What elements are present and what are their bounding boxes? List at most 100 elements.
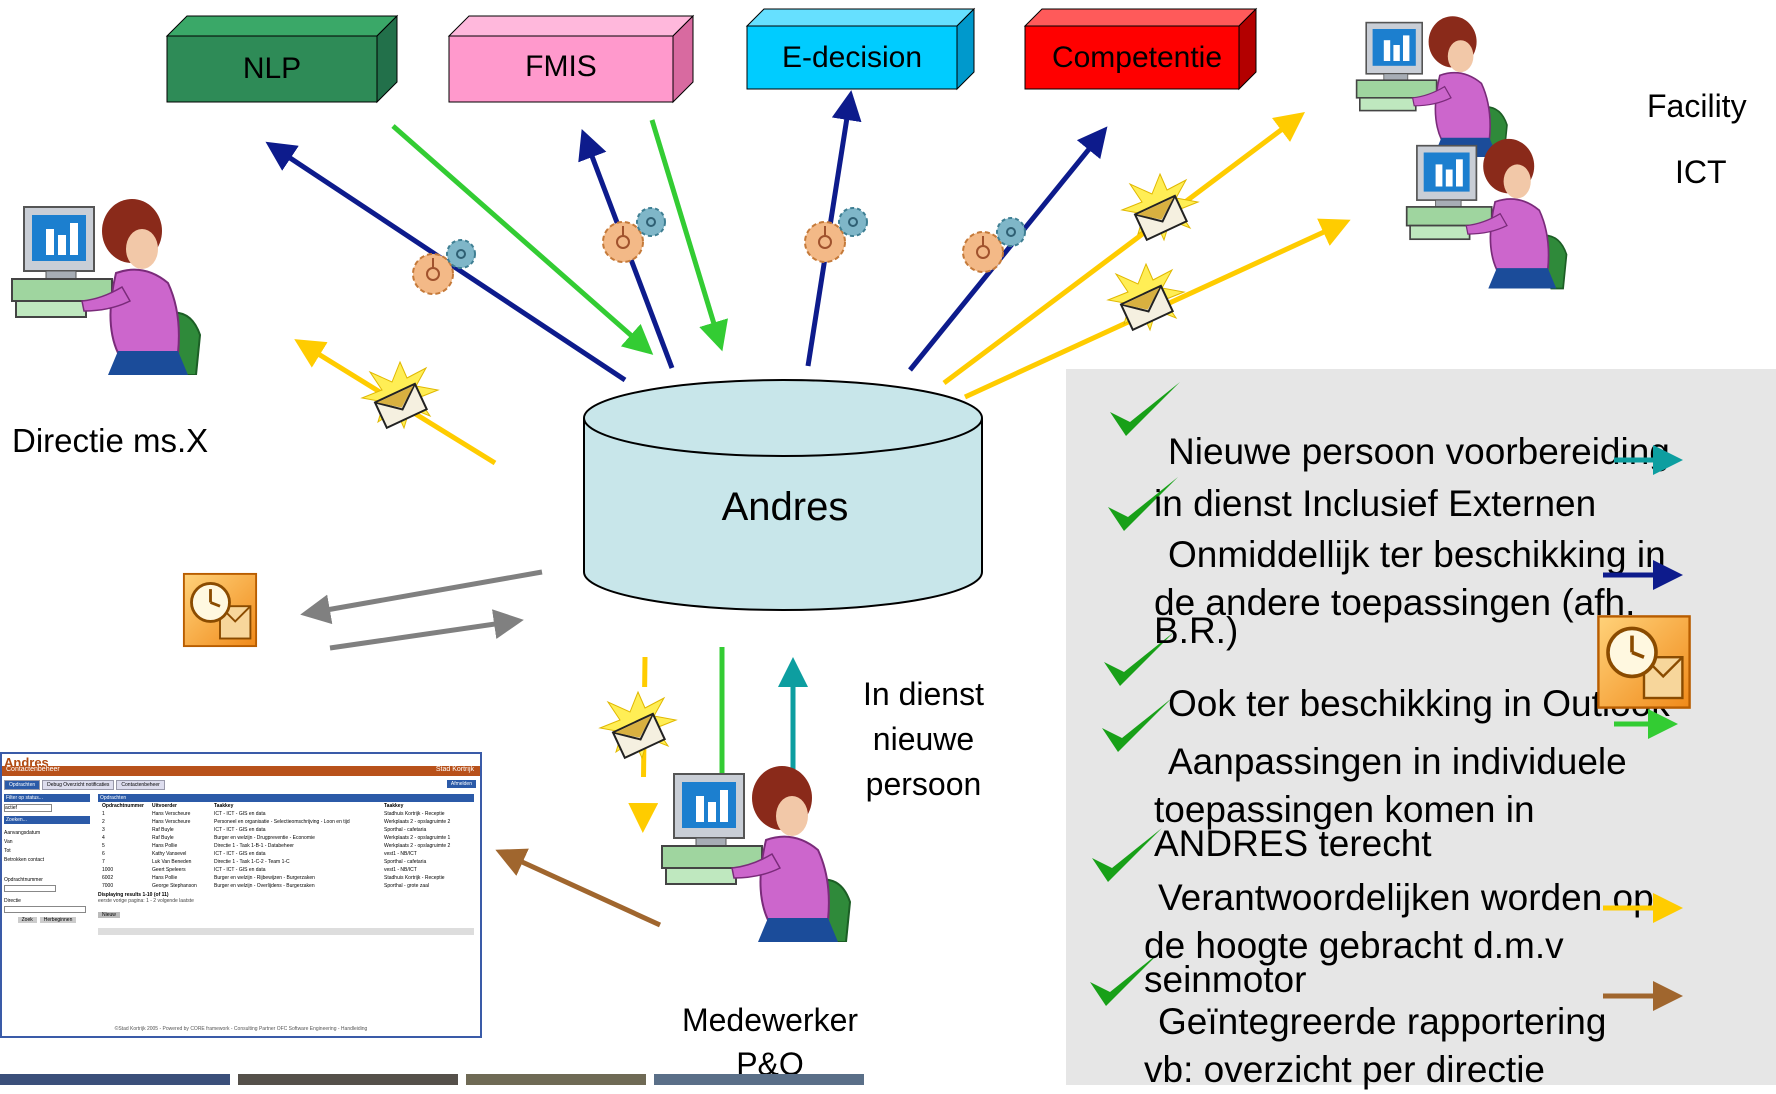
zoek-button[interactable]: Zoek bbox=[17, 917, 37, 923]
arrow-to-competentie bbox=[908, 126, 1108, 372]
directie-label: Directie ms.X bbox=[12, 422, 209, 459]
indienst-line-1: In dienst bbox=[863, 676, 984, 712]
afmelden-button[interactable]: Afmelden bbox=[446, 780, 476, 788]
table-cell: Stadhuis Kortrijk - Receptie bbox=[384, 875, 445, 881]
arrow-from-fmis bbox=[649, 119, 728, 352]
medewerker-line-1: Medewerker bbox=[681, 1002, 859, 1038]
box-nlp-label: NLP bbox=[243, 52, 301, 85]
checklist-line: vb: overzicht per directie bbox=[1144, 1049, 1546, 1090]
photo-thumbnail bbox=[0, 1074, 230, 1085]
box-edecision: E-decision bbox=[745, 7, 976, 91]
checklist-line: B.R.) bbox=[1154, 610, 1239, 651]
zoeken-label: Zoeken... bbox=[4, 816, 90, 824]
checklist-line: de hoogte gebracht d.m.v bbox=[1144, 925, 1564, 966]
arrow-yellow-down bbox=[628, 656, 659, 833]
table-cell: 4 bbox=[102, 835, 105, 841]
table-cell: Werkplaats 2 - opslagruimte 2 bbox=[384, 819, 451, 825]
table-row[interactable]: 2 Hans Verscheure Personeel en organisatie… bbox=[98, 818, 474, 826]
nieuw-button[interactable]: Nieuw bbox=[98, 912, 120, 918]
table-cell: ICT - ICT - GIS en data bbox=[214, 811, 266, 817]
opdrachtnummer-input[interactable] bbox=[4, 885, 56, 892]
table-cell: 7000 bbox=[102, 883, 114, 889]
andres-database: Andres bbox=[583, 379, 983, 611]
arrow-to-outlook bbox=[300, 569, 543, 625]
checklist-item-6: Geïntegreerde rapportering vb: overzicht… bbox=[1144, 998, 1606, 1094]
tab-debug[interactable]: Debug Overzicht notificaties bbox=[42, 780, 115, 790]
table-title: Opdrachten bbox=[98, 794, 474, 802]
column-header: Uitvoerder bbox=[152, 803, 178, 809]
arrow-to-facility bbox=[942, 111, 1305, 385]
checklist-line: ANDRES terecht bbox=[1154, 823, 1432, 864]
contact-label: Betrokken contact bbox=[4, 857, 45, 863]
checklist-line: de andere toepassingen (afh. bbox=[1154, 582, 1636, 623]
table-cell: ICT - ICT - GIS en data bbox=[214, 867, 266, 873]
checklist-item-5: Verantwoordelijken worden op de hoogte g… bbox=[1144, 874, 1654, 1004]
table-cell: Werkplaats 2 - opslagruimte 2 bbox=[384, 843, 451, 849]
outlook-icon bbox=[1596, 614, 1692, 710]
table-cell: 2 bbox=[102, 819, 105, 825]
table-row[interactable]: 4 Raf Buyle Burger en welzijn - Drugpreven… bbox=[98, 834, 474, 842]
table-cell: Directie 1 - Task 1-B-1 - Databeheer bbox=[214, 843, 294, 849]
table-cell: Geert Speleers bbox=[152, 867, 186, 873]
checkmark-icon bbox=[1104, 632, 1174, 686]
table-cell: ICT - ICT - GIS en data bbox=[214, 827, 266, 833]
andres-screenshot: Andres Contactenbeheer Stad Kortrijk Opd… bbox=[0, 752, 482, 1038]
van-label: Van bbox=[4, 839, 13, 845]
filter-select[interactable]: actief bbox=[4, 804, 52, 812]
checklist-line: Verantwoordelijken worden op bbox=[1158, 877, 1654, 918]
arrow-from-nlp bbox=[391, 124, 654, 355]
table-cell: Raf Buyle bbox=[152, 827, 174, 833]
tab-opdrachten[interactable]: Opdrachten bbox=[4, 780, 41, 790]
table-cell: Burger en welzijn - Rijbewijzen - Burger… bbox=[214, 875, 315, 881]
box-competentie: Competentie bbox=[1023, 7, 1258, 91]
column-header: Taakkey bbox=[384, 803, 404, 809]
indienst-label: In dienst nieuwe persoon bbox=[846, 672, 1001, 807]
checklist-item-2: Onmiddellijk ter beschikking in de ander… bbox=[1154, 531, 1666, 655]
column-header: Opdrachtnummer bbox=[102, 803, 144, 809]
table-cell: Raf Buyle bbox=[152, 835, 174, 841]
screenshot-subtitle: Contactenbeheer bbox=[6, 766, 60, 773]
table-cell: Kathy Vansevel bbox=[152, 851, 187, 857]
checklist-line: Onmiddellijk ter beschikking in bbox=[1168, 534, 1666, 575]
table-cell: Directie 1 - Task 1-C-2 - Team 1-C bbox=[214, 859, 290, 865]
photo-thumbnail bbox=[466, 1074, 646, 1085]
screenshot-brand: Stad Kortrijk bbox=[435, 766, 474, 773]
table-cell: Burger en welzijn - Drugpreventie - Econ… bbox=[214, 835, 315, 841]
box-fmis-label: FMIS bbox=[525, 50, 597, 83]
ict-label: ICT bbox=[1675, 154, 1727, 190]
table-cell: 5 bbox=[102, 843, 105, 849]
checkmark-icon bbox=[1090, 952, 1160, 1006]
aanvangsdatum-label: Aanvangsdatum bbox=[4, 830, 41, 836]
directie-select[interactable] bbox=[4, 906, 86, 913]
checkmark-icon bbox=[1110, 382, 1180, 436]
checklist-line: Aanpassingen in individuele bbox=[1168, 741, 1627, 782]
screenshot-footer: ©Stad Kortrijk 2005 - Powered by CORE fr… bbox=[114, 1026, 368, 1032]
table-cell: Hans Verscheure bbox=[152, 819, 191, 825]
arrow-brown-to-report bbox=[495, 848, 662, 928]
photo-thumbnail bbox=[238, 1074, 458, 1085]
screenshot-tabs: Opdrachten Debug Overzicht notificaties … bbox=[4, 780, 165, 790]
checklist-item-4: Aanpassingen in individuele toepassingen… bbox=[1154, 738, 1627, 868]
indienst-line-3: persoon bbox=[865, 766, 982, 802]
pagination[interactable]: eerste vorige pagina: 1 - 2 volgende laa… bbox=[98, 898, 194, 904]
box-nlp: NLP bbox=[165, 14, 399, 104]
filter-label: Filter op status... bbox=[4, 794, 90, 802]
table-cell: Werkplaats 2 - opslagruimte 1 bbox=[384, 835, 451, 841]
table-cell: 6002 bbox=[102, 875, 114, 881]
andres-label: Andres bbox=[722, 485, 849, 529]
arrow-from-outlook bbox=[329, 609, 524, 651]
table-cell: Personeel en organisatie - Selectieomsch… bbox=[214, 819, 350, 825]
tab-contactenbeheer[interactable]: Contactenbeheer bbox=[116, 780, 165, 790]
box-edecision-label: E-decision bbox=[782, 41, 922, 74]
screenshot-table: Opdrachten Opdrachtnummer Uitvoerder Taa… bbox=[98, 794, 474, 935]
herbeginnen-button[interactable]: Herbeginnen bbox=[39, 917, 77, 923]
